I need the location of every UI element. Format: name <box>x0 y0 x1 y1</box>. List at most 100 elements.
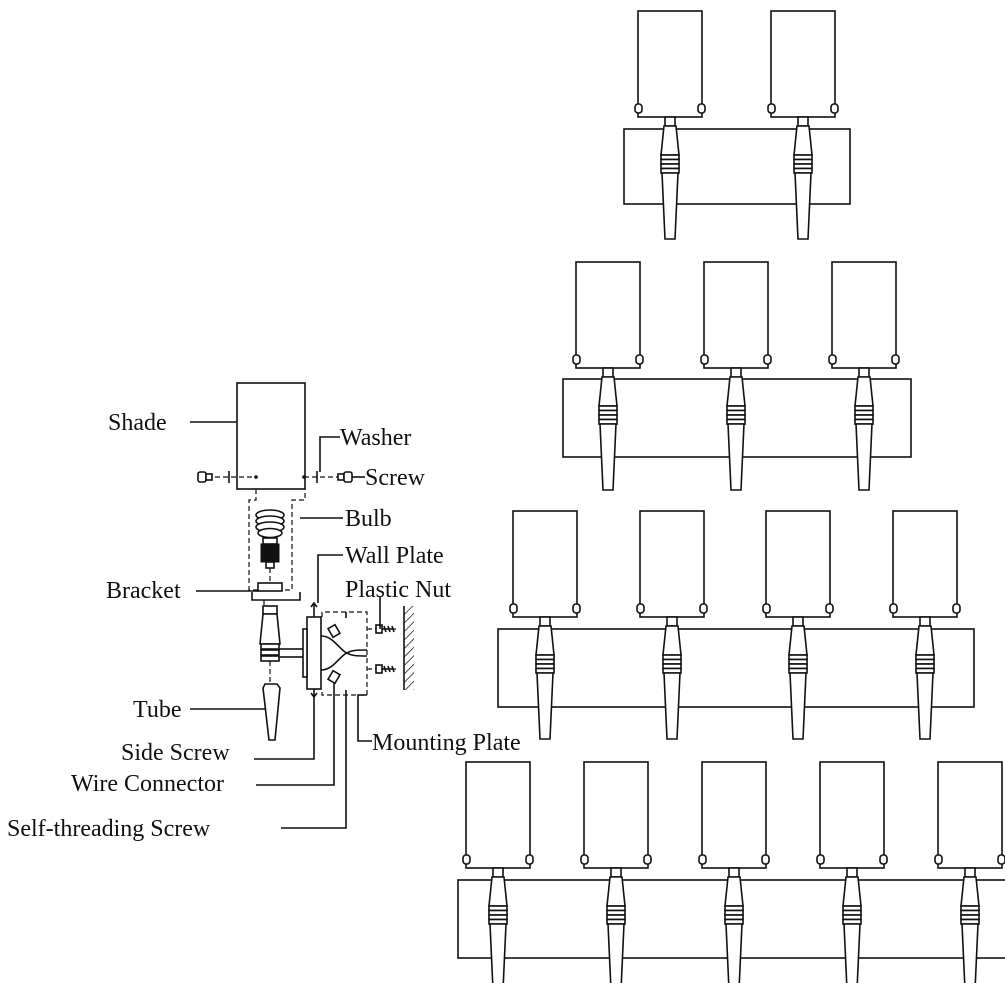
shade <box>465 761 531 869</box>
fixture-variant-2-light <box>623 10 851 240</box>
neck <box>919 616 931 627</box>
label-bulb: Bulb <box>345 506 392 532</box>
neck <box>858 367 870 378</box>
light-unit <box>816 761 888 983</box>
label-bracket: Bracket <box>106 578 181 604</box>
tube-lower <box>536 672 554 740</box>
label-shade: Shade <box>108 410 167 436</box>
tube-lower <box>789 672 807 740</box>
tube-upper <box>726 376 746 407</box>
label-side-screw: Side Screw <box>121 740 230 766</box>
neck <box>610 867 622 878</box>
shade-screw <box>634 103 643 114</box>
fixture-variants <box>457 10 1005 983</box>
shade <box>575 261 641 369</box>
neck <box>728 867 740 878</box>
mounting-plate-part <box>321 611 368 696</box>
fixture-variant-4-light <box>497 510 975 740</box>
shade-screw <box>825 603 834 614</box>
tube-lower <box>725 923 743 983</box>
shade <box>937 761 1003 869</box>
fixture-variant-5-light <box>457 761 1005 983</box>
shade-part <box>236 382 306 490</box>
right-screw-part <box>304 471 353 483</box>
tube-lower <box>489 923 507 983</box>
shade-screw <box>700 354 709 365</box>
shade-screw <box>525 854 534 865</box>
tube-upper <box>606 876 626 907</box>
tube-lower <box>607 923 625 983</box>
tube-lower <box>843 923 861 983</box>
neck <box>846 867 858 878</box>
shade-screw <box>891 354 900 365</box>
fixture-variant-3-light <box>562 261 912 491</box>
shade <box>831 261 897 369</box>
wall-hatch <box>404 606 414 690</box>
neck <box>730 367 742 378</box>
shade-screw <box>699 603 708 614</box>
shade-screw <box>509 603 518 614</box>
tube-upper <box>662 625 682 656</box>
neck <box>539 616 551 627</box>
light-unit <box>762 510 834 740</box>
neck <box>792 616 804 627</box>
neck <box>664 116 676 127</box>
label-screw: Screw <box>365 465 426 491</box>
wire-connector-part <box>320 623 368 685</box>
light-unit <box>700 261 772 491</box>
light-unit <box>634 10 706 240</box>
light-unit <box>767 10 839 240</box>
tube-upper <box>842 876 862 907</box>
shade-screw <box>879 854 888 865</box>
light-unit <box>636 510 708 740</box>
shade-screw <box>934 854 943 865</box>
tube-lower <box>727 423 745 491</box>
neck <box>797 116 809 127</box>
tube-upper <box>788 625 808 656</box>
wall-plate-part <box>302 601 322 699</box>
shade-screw <box>572 603 581 614</box>
self-threading-screw-part <box>345 612 398 700</box>
shade <box>703 261 769 369</box>
shade-screw <box>763 354 772 365</box>
tube-part <box>262 683 281 741</box>
tube-upper <box>724 876 744 907</box>
backplate <box>623 128 851 205</box>
shade-screw <box>636 603 645 614</box>
left-screw-part <box>197 471 256 483</box>
shade <box>583 761 649 869</box>
tube-lower <box>663 672 681 740</box>
neck <box>666 616 678 627</box>
label-washer: Washer <box>340 425 411 451</box>
tube-lower <box>661 172 679 240</box>
shade <box>765 510 831 618</box>
exploded-view: Shade Washer Screw Bulb Wall Plate Plast… <box>7 382 521 842</box>
label-wall-plate: Wall Plate <box>345 543 444 569</box>
tube-lower <box>599 423 617 491</box>
shade-screw <box>767 103 776 114</box>
shade-screw <box>643 854 652 865</box>
label-mounting-plate: Mounting Plate <box>372 730 521 756</box>
tube-upper-part <box>259 605 312 662</box>
shade-screw <box>816 854 825 865</box>
shade-screw <box>462 854 471 865</box>
shade <box>892 510 958 618</box>
tube-upper <box>598 376 618 407</box>
tube-upper <box>535 625 555 656</box>
leader-lines <box>190 421 381 829</box>
tube-upper <box>660 125 680 156</box>
shade-screw <box>997 854 1005 865</box>
shade <box>770 10 836 118</box>
shade-screw <box>762 603 771 614</box>
tube-upper <box>960 876 980 907</box>
shade-screw <box>889 603 898 614</box>
light-unit <box>828 261 900 491</box>
shade-screw <box>830 103 839 114</box>
light-unit <box>889 510 961 740</box>
shade <box>512 510 578 618</box>
shade <box>819 761 885 869</box>
tube-lower <box>961 923 979 983</box>
neck <box>602 367 614 378</box>
tube-lower <box>794 172 812 240</box>
